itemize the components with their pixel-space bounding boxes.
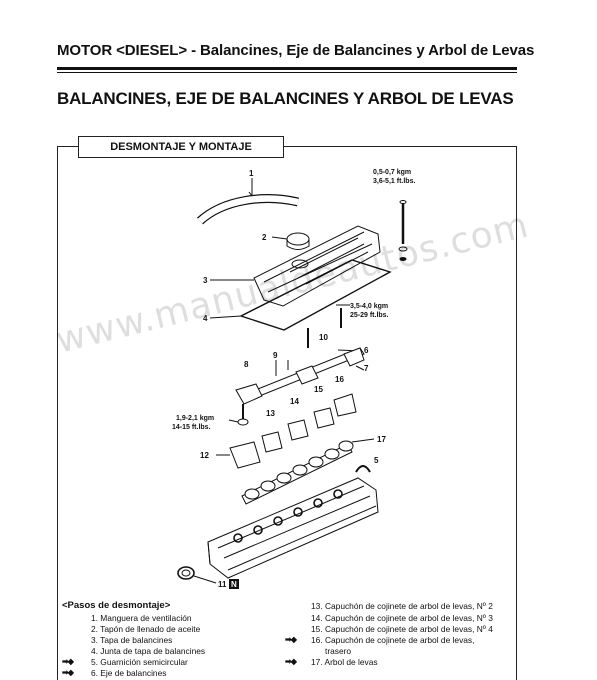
- step-right-16: 16. Capuchón de cojinete de arbol de lev…: [311, 635, 475, 645]
- step-left-6: 6. Eje de balancines: [91, 668, 167, 678]
- step-left-1: 1. Manguera de ventilación: [91, 613, 192, 623]
- torque-bracket-lbs: 14-15 ft.lbs.: [172, 424, 211, 431]
- section-title: BALANCINES, EJE DE BALANCINES Y ARBOL DE…: [57, 89, 514, 108]
- step-right-13: 13. Capuchón de cojinete de arbol de lev…: [311, 601, 493, 611]
- reuse-arrow-icon: ➡◆: [62, 668, 74, 677]
- callout-4: 4: [203, 314, 208, 323]
- callout-11: 11: [218, 580, 227, 589]
- callout-2: 2: [262, 233, 267, 242]
- cylinder-head-shape: [207, 477, 379, 579]
- step-right-17: 17. Arbol de levas: [311, 657, 378, 667]
- callout-13: 13: [266, 409, 275, 418]
- callout-3: 3: [203, 276, 208, 285]
- front-seal-shape: [177, 566, 195, 580]
- front-bearing-cap-shape: [229, 441, 261, 469]
- callout-16: 16: [335, 375, 344, 384]
- steps-heading: <Pasos de desmontaje>: [62, 600, 171, 611]
- step-left-3: 3. Tapa de balancines: [91, 635, 173, 645]
- reuse-arrow-icon: ➡◆: [285, 635, 297, 644]
- callout-15: 15: [314, 385, 323, 394]
- reuse-arrow-icon: ➡◆: [62, 657, 74, 666]
- torque-shaft-kgm: 3,5-4,0 kgm: [350, 303, 388, 310]
- callout-1: 1: [249, 169, 254, 178]
- header-rule-thick: [57, 67, 517, 70]
- callout-6: 6: [364, 346, 369, 355]
- semicircular-packing-shape: [355, 465, 371, 473]
- step-left-2: 2. Tapón de llenado de aceite: [91, 624, 201, 634]
- torque-cover-kgm: 0,5-0,7 kgm: [373, 169, 411, 176]
- oil-filler-cap-shape: [286, 232, 310, 246]
- figure-frame: [57, 146, 517, 680]
- callout-9: 9: [273, 351, 278, 360]
- header-title: MOTOR <DIESEL> - Balancines, Eje de Bala…: [57, 42, 535, 59]
- figure-tab-label: DESMONTAJE Y MONTAJE: [78, 136, 284, 158]
- callout-5: 5: [374, 456, 379, 465]
- torque-shaft-lbs: 25-29 ft.lbs.: [350, 312, 389, 319]
- step-right-15: 15. Capuchón de cojinete de arbol de lev…: [311, 624, 493, 634]
- reuse-arrow-icon: ➡◆: [285, 657, 297, 666]
- callout-10: 10: [319, 333, 328, 342]
- callout-7: 7: [364, 364, 369, 373]
- exploded-diagram-svg: 1 2 3 4 5 6 7 8 9 10 11 12 13 14 15 16 1…: [172, 169, 415, 589]
- callout-14: 14: [290, 397, 299, 406]
- torque-cover-lbs: 3,6-5,1 ft.lbs.: [373, 178, 415, 185]
- exploded-diagram: 1 2 3 4 5 6 7 8 9 10 11 12 13 14 15 16 1…: [58, 160, 516, 592]
- step-left-4: 4. Junta de tapa de balancines: [91, 646, 206, 656]
- note-badge: [229, 579, 239, 589]
- rocker-cover-shape: [253, 225, 381, 307]
- header-rule-thin: [57, 72, 517, 73]
- torque-bracket-kgm: 1,9-2,1 kgm: [176, 415, 214, 422]
- callout-17: 17: [377, 435, 386, 444]
- rocker-cover-gasket-shape: [239, 259, 392, 331]
- note-badge-label: N: [231, 580, 237, 589]
- step-right-16-cont: trasero: [325, 646, 352, 656]
- step-left-5: 5. Guarnición semicircular: [91, 657, 188, 667]
- step-right-14: 14. Capuchón de cojinete de arbol de lev…: [311, 613, 493, 623]
- callout-12: 12: [200, 451, 209, 460]
- callout-8: 8: [244, 360, 249, 369]
